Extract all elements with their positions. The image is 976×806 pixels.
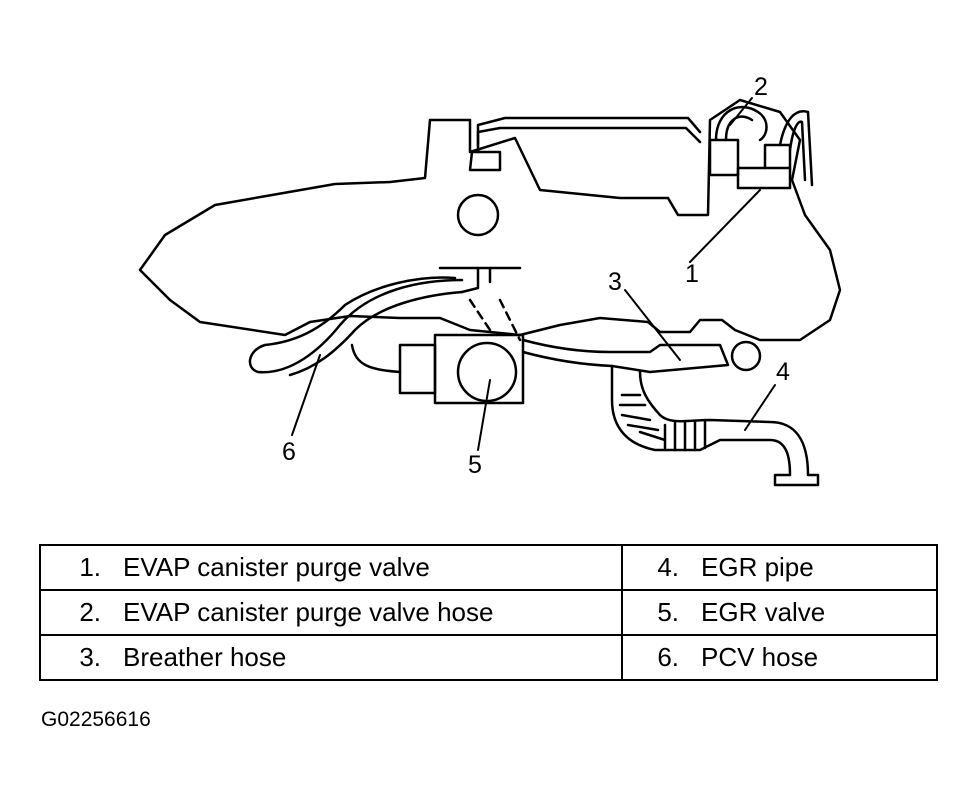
leader-1 [689, 189, 761, 263]
pcv-hose [248, 276, 464, 374]
legend-cell: 5. EGR valve [621, 589, 938, 636]
legend-number: 1. [79, 552, 101, 582]
legend-row: 3. Breather hose 6. PCV hose [39, 634, 938, 681]
bolt-boss [456, 193, 500, 237]
evap-pipe [476, 116, 702, 154]
legend-text: EVAP canister purge valve hose [123, 597, 494, 627]
callout-6: 6 [282, 438, 296, 466]
legend-text: EVAP canister purge valve [123, 552, 430, 582]
legend-text: EGR valve [701, 597, 826, 627]
legend-cell: 2. EVAP canister purge valve hose [39, 589, 623, 636]
leader-6 [291, 354, 321, 436]
legend-number: 6. [657, 642, 679, 672]
legend-row: 1. EVAP canister purge valve 4. EGR pipe [39, 544, 938, 591]
manifold-outline [138, 98, 842, 342]
legend-text: PCV hose [701, 642, 819, 672]
evap-purge-valve [736, 166, 792, 190]
breather-hose [521, 338, 730, 374]
legend-number: 3. [79, 642, 101, 672]
callout-1: 1 [685, 260, 699, 288]
legend-text: EGR pipe [701, 552, 814, 582]
legend-number: 4. [657, 552, 679, 582]
leader-5 [477, 379, 491, 451]
callout-3: 3 [608, 268, 622, 296]
legend-cell: 4. EGR pipe [621, 544, 938, 591]
legend-number: 5. [657, 597, 679, 627]
legend-cell: 6. PCV hose [621, 634, 938, 681]
callout-5: 5 [468, 451, 482, 479]
legend-row: 2. EVAP canister purge valve hose 5. EGR v… [39, 589, 938, 636]
legend-table: 1. EVAP canister purge valve 4. EGR pipe 2… [39, 544, 938, 681]
leader-2 [729, 97, 753, 126]
legend-number: 2. [79, 597, 101, 627]
engine-diagram: 1 2 3 4 5 6 [138, 73, 842, 487]
legend-cell: 3. Breather hose [39, 634, 623, 681]
legend-cell: 1. EVAP canister purge valve [39, 544, 623, 591]
figure-id: G02256616 [41, 708, 151, 731]
callout-4: 4 [776, 358, 790, 386]
callout-2: 2 [754, 73, 768, 101]
evap-purge-valve-hose [714, 105, 768, 142]
legend-text: Breather hose [123, 642, 287, 672]
leader-4 [744, 384, 776, 431]
egr-pipe [610, 364, 820, 487]
leader-3 [624, 289, 681, 361]
